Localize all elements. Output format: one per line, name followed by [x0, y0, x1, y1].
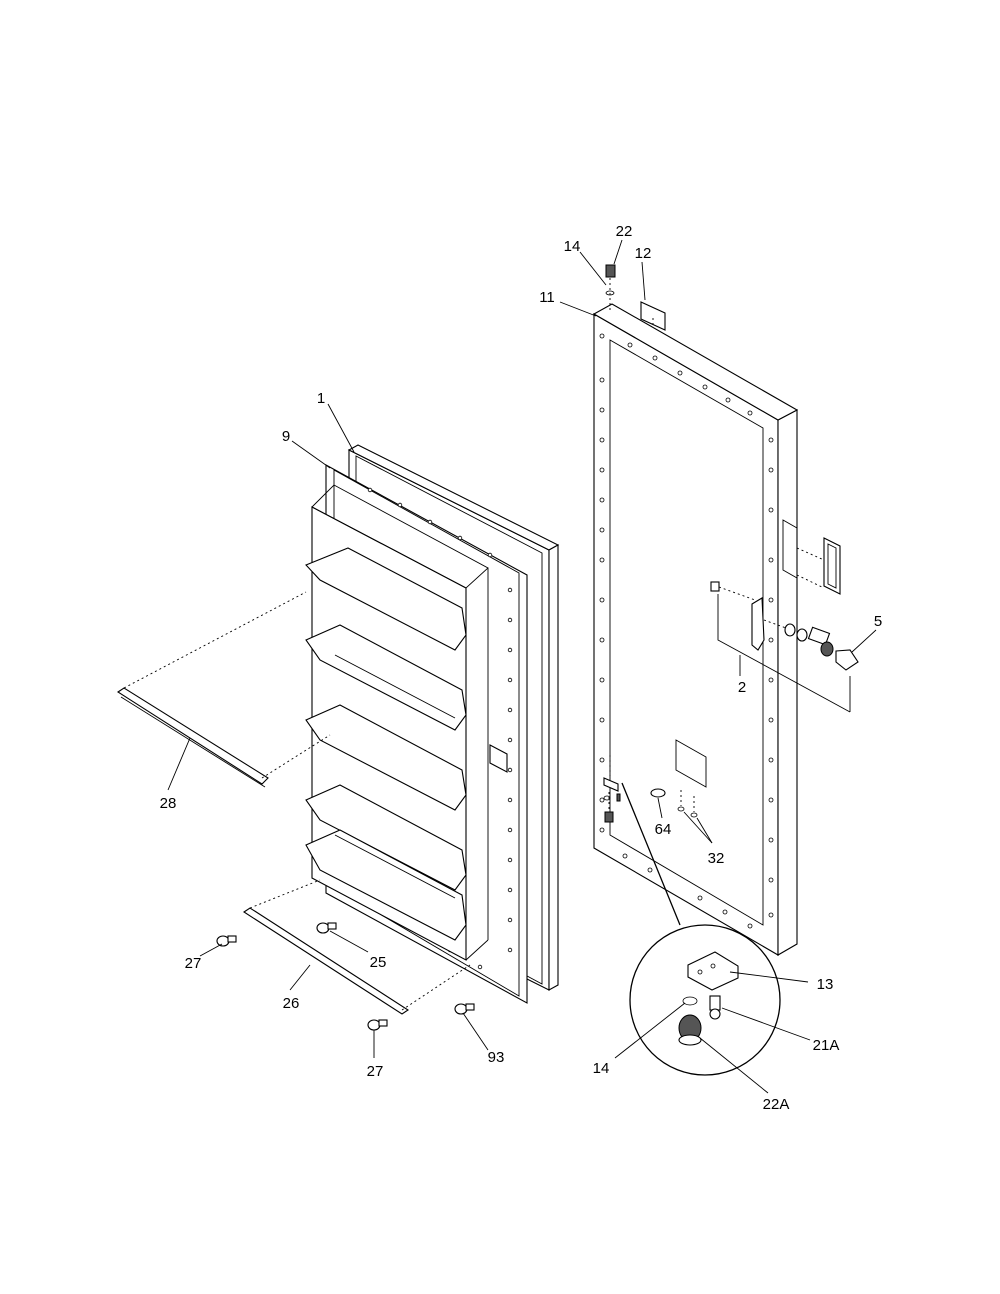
- callout-13: 13: [817, 976, 834, 993]
- callout-25: 25: [370, 954, 387, 971]
- callout-22a: 22A: [763, 1096, 790, 1113]
- callout-26: 26: [283, 995, 300, 1012]
- callout-5: 5: [874, 613, 882, 630]
- callout-2: 2: [738, 679, 746, 696]
- top-hinge-hardware: [605, 264, 616, 313]
- door-shelves: [305, 547, 467, 941]
- callout-21a: 21A: [813, 1037, 840, 1054]
- leader-lines: [167, 239, 877, 1094]
- callout-28: 28: [160, 795, 177, 812]
- lock-assembly: [710, 581, 859, 713]
- callout-14-top: 14: [564, 238, 581, 255]
- bottom-rail: [242, 879, 471, 1015]
- callout-1: 1: [317, 390, 325, 407]
- callout-32: 32: [708, 850, 725, 867]
- door-liner: [305, 464, 528, 1004]
- label-part: [640, 301, 666, 331]
- fasteners: [216, 922, 475, 1031]
- callout-27-bottom: 27: [367, 1063, 384, 1080]
- handle-assembly: [796, 537, 841, 595]
- hinge-detail-view: [629, 924, 781, 1076]
- shelf-rail: [116, 591, 331, 788]
- callout-93: 93: [488, 1049, 505, 1066]
- callout-27-left: 27: [185, 955, 202, 972]
- door-screw-holes: [599, 333, 774, 929]
- callout-12: 12: [635, 245, 652, 262]
- bottom-hinge-hardware: [603, 755, 698, 823]
- callout-11: 11: [539, 289, 555, 306]
- outer-door-panel: [592, 303, 799, 956]
- callout-9: 9: [282, 428, 290, 445]
- callout-14-detail: 14: [593, 1060, 610, 1077]
- callout-64: 64: [655, 821, 672, 838]
- callout-22: 22: [616, 223, 633, 240]
